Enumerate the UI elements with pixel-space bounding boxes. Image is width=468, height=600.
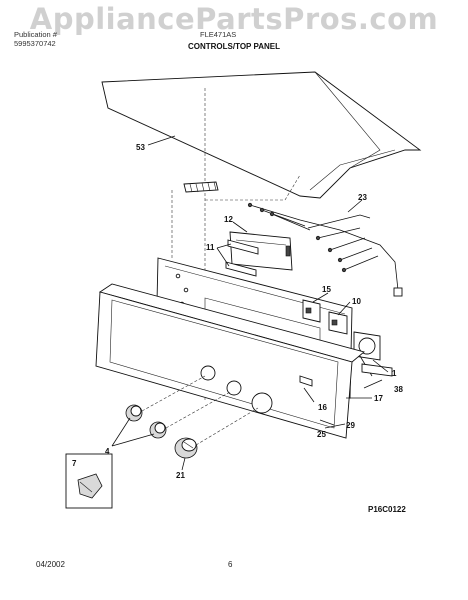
- top-panel-part: [101, 71, 422, 199]
- switch-part-10: [328, 311, 348, 335]
- callout-1: 1: [392, 369, 397, 378]
- callout-38: 38: [394, 385, 403, 394]
- callout-10: 10: [352, 297, 361, 306]
- publication-number: 5995370742: [14, 39, 56, 48]
- knob-part-1: [125, 404, 143, 422]
- callout-17: 17: [374, 394, 383, 403]
- timer-knob-part: [174, 437, 198, 459]
- callout-16: 16: [318, 403, 327, 412]
- callout-12: 12: [224, 215, 233, 224]
- control-board-part: [229, 231, 293, 271]
- site-watermark: AppliancePartsPros.com: [29, 2, 439, 36]
- footer-date: 04/2002: [36, 560, 65, 569]
- ribbon-connector: [183, 181, 219, 193]
- bracket-part: [361, 363, 393, 377]
- inset-detail: [65, 453, 113, 509]
- knob-part-2: [149, 421, 167, 439]
- callout-15: 15: [322, 285, 331, 294]
- callout-23: 23: [358, 193, 367, 202]
- footer-page-number: 6: [228, 560, 233, 569]
- publication-label: Publication #: [14, 30, 57, 39]
- switch-bracket-part: [225, 239, 259, 277]
- callout-53: 53: [136, 143, 145, 152]
- callout-11: 11: [206, 243, 215, 252]
- model-number: FLE471AS: [200, 30, 237, 39]
- callout-25: 25: [317, 430, 326, 439]
- front-console-part: [95, 283, 365, 439]
- callout-21: 21: [176, 471, 185, 480]
- callout-4: 4: [105, 447, 110, 456]
- wire-harness-part: [247, 202, 403, 297]
- switch-part-15: [302, 299, 321, 323]
- callout-29: 29: [346, 421, 355, 430]
- leader-lines: [111, 135, 389, 471]
- section-title: CONTROLS/TOP PANEL: [187, 42, 280, 51]
- diagram-code: P16C0122: [368, 505, 406, 514]
- callout-7: 7: [72, 459, 77, 468]
